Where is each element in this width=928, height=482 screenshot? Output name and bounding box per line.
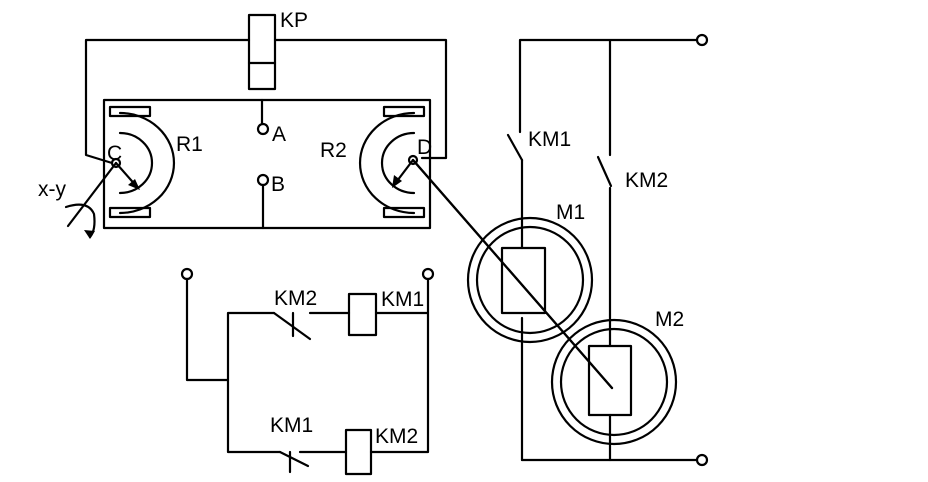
km1-main-contact [506, 133, 524, 162]
motor-m2 [550, 318, 678, 446]
r2-top-tab [382, 105, 426, 118]
r1-top-tab [108, 105, 152, 118]
r2-resistor [358, 111, 416, 215]
wiper-c [64, 157, 140, 239]
a-terminal [256, 122, 270, 136]
ctrl-right-wire [369, 277, 430, 454]
kp-label: KP [280, 9, 308, 32]
d-label: D [417, 136, 432, 159]
a-label: A [272, 123, 286, 146]
ctrl-left-wire [185, 277, 282, 454]
kp-loop-wire [84, 38, 448, 165]
r2-label: R2 [320, 139, 347, 162]
ctrl-km2-contact-label: KM2 [274, 287, 317, 310]
ctrl-km1-contact-label: KM1 [270, 414, 313, 437]
m2-label: M2 [655, 308, 684, 331]
kp-relay [247, 13, 277, 91]
ctrl-right-terminal [421, 267, 435, 281]
supply-bottom-terminal [695, 453, 709, 467]
supply-top-wire [518, 38, 699, 157]
motor-linkage-rod [411, 158, 614, 390]
motor-m1 [466, 216, 594, 344]
ctrl-km2-nc-contact [272, 311, 351, 341]
r2-bottom-tab [382, 206, 426, 219]
supply-top-terminal [695, 33, 709, 47]
r1-resistor [118, 111, 176, 215]
bridge-frame [102, 98, 432, 230]
km1-contact-label: KM1 [528, 128, 571, 151]
ctrl-km1-nc-contact [278, 450, 348, 474]
m1-label: M1 [556, 201, 585, 224]
ctrl-km1-coil [347, 292, 378, 337]
km2-main-contact [596, 155, 613, 188]
xy-label: x-y [38, 178, 66, 201]
ctrl-km2-coil [344, 428, 373, 476]
r1-label: R1 [176, 133, 203, 156]
c-label: C [107, 142, 122, 165]
r1-bottom-tab [108, 206, 152, 219]
ctrl-km1-coil-label: KM1 [381, 288, 424, 311]
ctrl-km2-coil-label: KM2 [375, 425, 418, 448]
km2-contact-label: KM2 [625, 169, 668, 192]
b-label: B [271, 173, 285, 196]
ctrl-left-terminal [180, 267, 194, 281]
b-terminal [256, 173, 270, 187]
